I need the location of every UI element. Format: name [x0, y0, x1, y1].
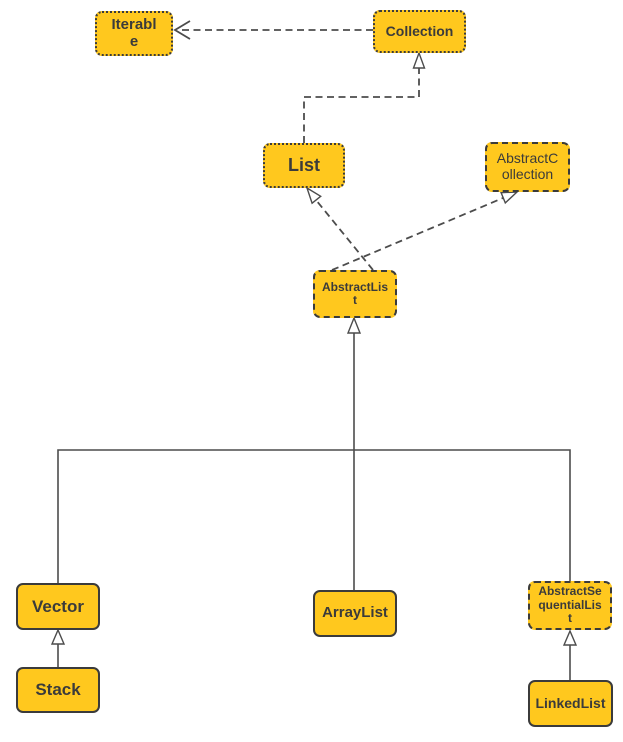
node-array-list-label: ArrayList: [322, 604, 388, 622]
node-stack-label: Stack: [35, 680, 81, 700]
hollow-triangle-arrowhead-icon: [500, 191, 519, 205]
edge-abstract-list-to-list: [305, 186, 374, 271]
node-abstract-collection-label: AbstractC ollection: [496, 150, 559, 182]
open-arrowhead-icon: [173, 20, 191, 40]
edge-line: [331, 197, 504, 271]
edge-linked-list-to-abstract-sequential-list: [562, 629, 578, 680]
edge-stack-to-vector: [50, 628, 66, 667]
node-collection-label: Collection: [385, 22, 454, 39]
node-stack[interactable]: Stack: [16, 667, 100, 713]
hollow-triangle-arrowhead-icon: [562, 629, 578, 646]
node-abstract-sequential-list[interactable]: AbstractSe quentialLis t: [528, 581, 612, 630]
node-vector[interactable]: Vector: [16, 583, 100, 630]
node-abstract-list-label: AbstractLis t: [321, 279, 389, 307]
edge-collection-to-iterable: [173, 20, 373, 40]
edge-line: [315, 199, 374, 271]
edge-line: [57, 333, 571, 590]
node-linked-list-label: LinkedList: [535, 694, 606, 711]
node-abstract-collection[interactable]: AbstractC ollection: [485, 142, 570, 192]
node-abstract-sequential-list-label: AbstractSe quentialLis t: [538, 584, 602, 626]
edge-line: [303, 68, 420, 143]
node-vector-label: Vector: [32, 596, 84, 616]
node-list[interactable]: List: [263, 143, 345, 188]
node-iterable[interactable]: Iterabl e: [95, 11, 173, 56]
edge-abstract-list-to-abstract-collection: [331, 191, 519, 271]
node-array-list[interactable]: ArrayList: [313, 590, 397, 637]
hollow-triangle-arrowhead-icon: [412, 50, 426, 69]
edge-list-to-collection: [303, 50, 426, 143]
node-abstract-list[interactable]: AbstractLis t: [313, 270, 397, 318]
hollow-triangle-arrowhead-icon: [50, 628, 66, 645]
node-list-label: List: [287, 155, 320, 176]
hollow-triangle-arrowhead-icon: [305, 186, 322, 205]
hollow-triangle-arrowhead-icon: [346, 316, 362, 334]
node-iterable-label: Iterabl e: [111, 15, 157, 50]
node-linked-list[interactable]: LinkedList: [528, 680, 613, 727]
edge-subclasses-to-abstract-list: [57, 316, 571, 590]
node-collection[interactable]: Collection: [373, 10, 466, 53]
